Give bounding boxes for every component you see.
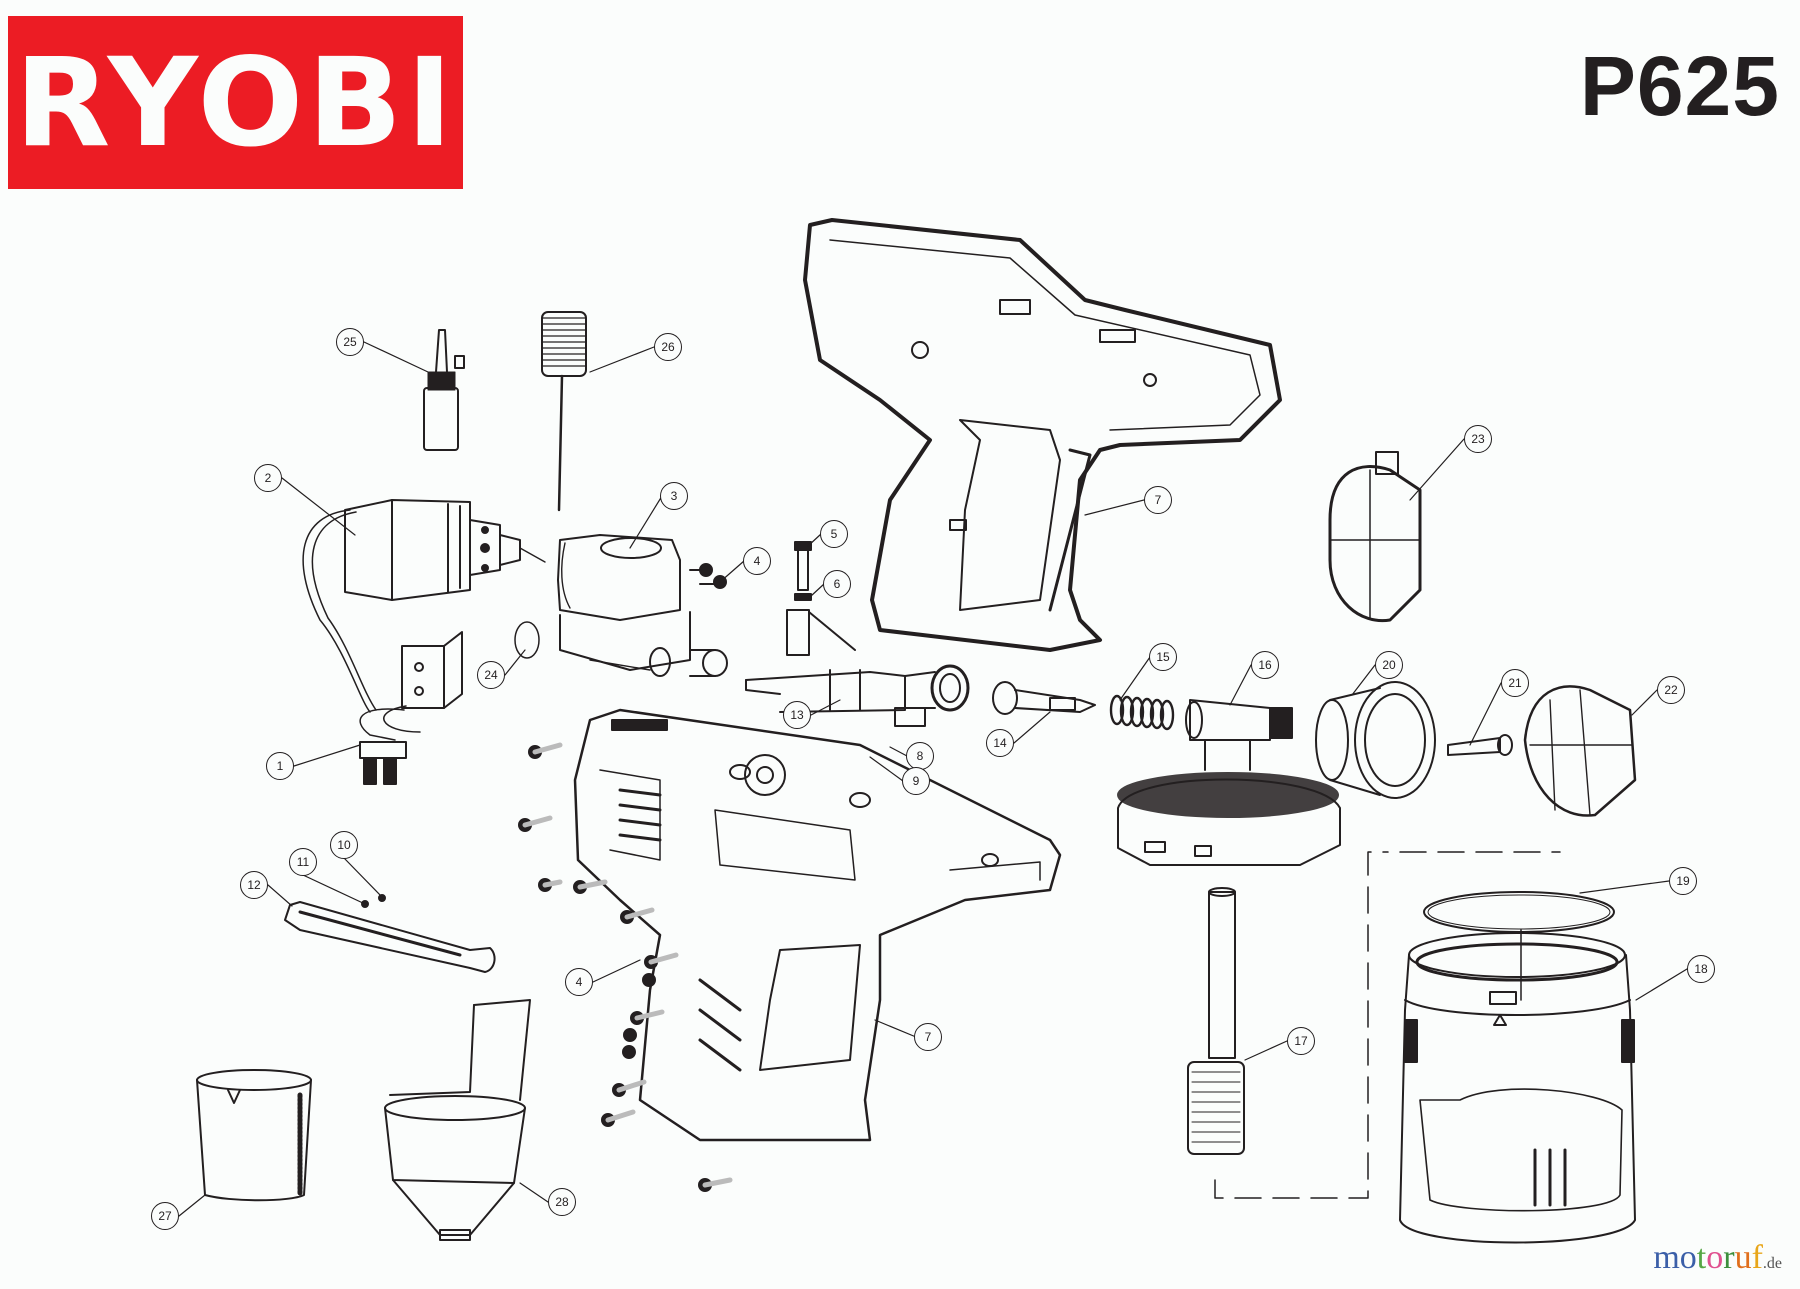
part-6-washer <box>794 593 812 601</box>
part-21-tip <box>1447 734 1513 756</box>
callout-28: 28 <box>548 1188 576 1216</box>
callout-3: 3 <box>660 482 688 510</box>
callout-10: 10 <box>330 831 358 859</box>
callout-23: 23 <box>1464 425 1492 453</box>
watermark-letter: r <box>1723 1239 1735 1276</box>
watermark-letter: u <box>1734 1239 1752 1276</box>
callout-1: 1 <box>266 752 294 780</box>
part-27-measuring-cup <box>196 1069 312 1202</box>
part-18-container <box>1399 929 1636 1244</box>
callout-26: 26 <box>654 333 682 361</box>
callout-4: 4 <box>565 968 593 996</box>
watermark-letter: o <box>1706 1239 1724 1276</box>
part-14-needle <box>992 681 1096 715</box>
callout-11: 11 <box>289 848 317 876</box>
watermark-tld: .de <box>1762 1255 1782 1272</box>
part-26-coil-tool <box>541 311 587 512</box>
callout-14: 14 <box>986 729 1014 757</box>
callout-27: 27 <box>151 1202 179 1230</box>
callout-2: 2 <box>254 464 282 492</box>
part-22-air-cap <box>1523 685 1637 817</box>
callout-5: 5 <box>820 520 848 548</box>
callout-4: 4 <box>743 547 771 575</box>
part-5-pin <box>794 541 812 591</box>
brand-logo-text: RYOBI <box>14 31 457 174</box>
callout-9: 9 <box>902 767 930 795</box>
part-7-housing-right <box>803 218 1282 652</box>
part-2-motor <box>302 499 546 713</box>
part-10-11-pins <box>361 894 386 908</box>
watermark-letter: f <box>1751 1239 1763 1276</box>
callout-22: 22 <box>1657 676 1685 704</box>
part-20-nozzle <box>1315 681 1436 799</box>
motoruf-watermark: motoruf.de <box>1653 1241 1782 1275</box>
callout-6: 6 <box>823 570 851 598</box>
part-25-oil-bottle <box>423 329 465 451</box>
callout-18: 18 <box>1687 955 1715 983</box>
callout-12: 12 <box>240 871 268 899</box>
part-3-pump-housing <box>557 534 728 677</box>
callout-16: 16 <box>1251 651 1279 679</box>
part-28-funnel <box>384 999 531 1241</box>
callout-20: 20 <box>1375 651 1403 679</box>
callout-13: 13 <box>783 701 811 729</box>
ryobi-logo: RYOBI <box>8 16 463 189</box>
callout-7: 7 <box>1144 486 1172 514</box>
watermark-letter: t <box>1696 1239 1707 1276</box>
part-17-pickup-tube <box>1187 887 1245 1155</box>
part-19-oring <box>1423 891 1615 933</box>
callout-25: 25 <box>336 328 364 356</box>
callout-21: 21 <box>1501 669 1529 697</box>
callout-15: 15 <box>1149 643 1177 671</box>
assembly-guide-dashes <box>1214 851 1561 1199</box>
watermark-letter: o <box>1679 1239 1697 1276</box>
part-1-switch <box>359 631 463 785</box>
part-12-handle <box>284 901 496 973</box>
part-24-gasket <box>514 621 540 659</box>
model-number: P625 <box>1579 39 1780 133</box>
part-16-suction-base <box>1117 699 1341 866</box>
watermark-letter: m <box>1653 1239 1680 1276</box>
part-15-spring <box>1109 694 1175 731</box>
callout-17: 17 <box>1287 1027 1315 1055</box>
callout-7: 7 <box>914 1023 942 1051</box>
callout-8: 8 <box>906 742 934 770</box>
part-4-screws-top <box>689 563 727 589</box>
callout-leader-lines <box>178 341 1688 1217</box>
part-4-screws-side <box>518 745 712 1192</box>
part-13-valve-body <box>745 609 970 727</box>
part-7-housing-left <box>573 708 1062 1142</box>
callout-24: 24 <box>477 661 505 689</box>
part-23-air-cap <box>1328 451 1422 623</box>
callout-19: 19 <box>1669 867 1697 895</box>
